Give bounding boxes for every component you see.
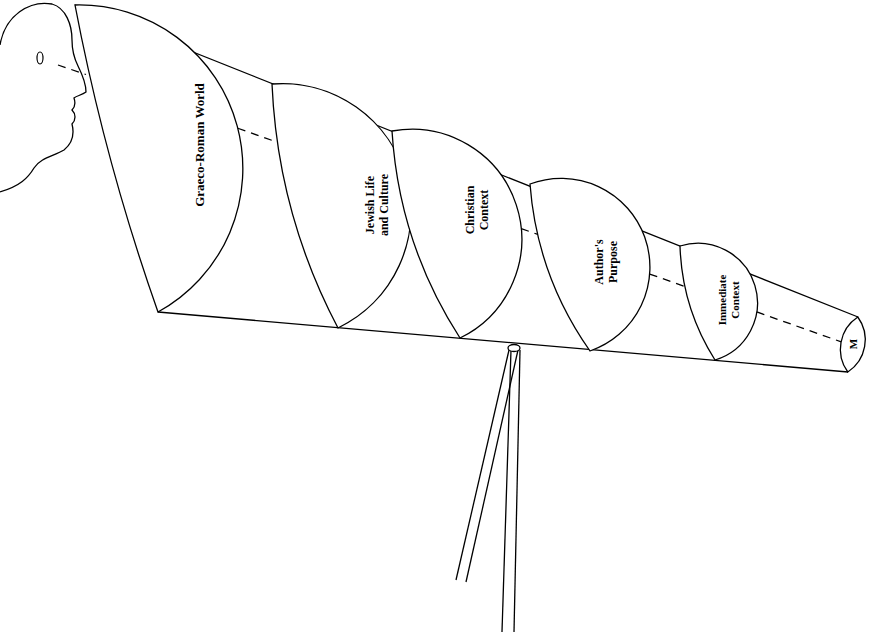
lens-label: M: [847, 339, 860, 349]
lens-outline: [382, 121, 526, 348]
lens-label: Christian Context: [464, 175, 492, 245]
sight-line: [238, 128, 278, 142]
lens-node: Christian Context: [382, 121, 526, 348]
lens-node: Graeco-Roman World: [65, 0, 247, 322]
sight-line: [521, 229, 538, 235]
tripod-leg: [456, 350, 509, 580]
tripod-leg: [502, 350, 511, 632]
lens-node: Immediate Context: [670, 236, 765, 370]
lens-label: Immediate Context: [716, 269, 741, 331]
lens-label: Graeco-Roman World: [193, 83, 208, 207]
lens-outline: [520, 174, 655, 361]
lens-outline: [262, 74, 416, 338]
sight-line: [650, 274, 685, 286]
sight-line: [757, 312, 841, 342]
lens-shape: [841, 317, 866, 372]
lens-shape: [680, 243, 757, 360]
lens-node: Jewish Life and Culture: [262, 74, 416, 338]
lens-node: Author's Purpose: [520, 174, 655, 361]
tripod: [456, 345, 520, 633]
lens-label: Author's Purpose: [593, 229, 621, 295]
head-profile: [0, 3, 86, 192]
lens-node: M: [831, 307, 875, 382]
lens-shape: [75, 5, 243, 312]
sight-line: [58, 65, 86, 75]
lens-label: Jewish Life and Culture: [364, 165, 392, 245]
lens-shape: [272, 84, 411, 328]
eye: [37, 52, 43, 64]
tripod-mount: [508, 345, 520, 352]
tripod-leg: [514, 350, 520, 632]
lens-outline: [65, 0, 247, 322]
lens-shape: [530, 178, 650, 351]
lens-shape: [392, 129, 522, 338]
